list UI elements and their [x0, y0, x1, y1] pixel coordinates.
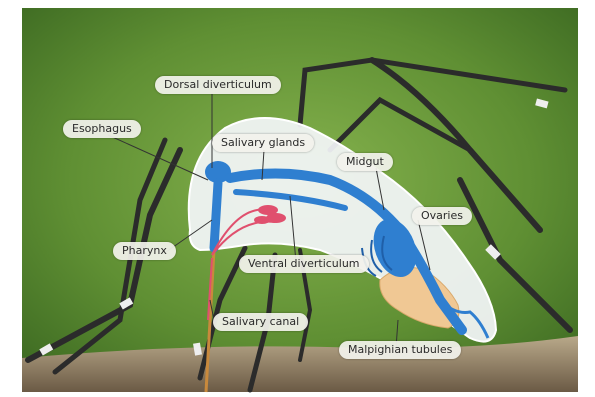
label-malpighian-tubules: Malpighian tubules	[339, 341, 461, 359]
label-salivary-canal: Salivary canal	[213, 313, 308, 331]
label-ventral-diverticulum: Ventral diverticulum	[239, 255, 369, 273]
label-dorsal-diverticulum: Dorsal diverticulum	[155, 76, 281, 94]
label-ovaries: Ovaries	[412, 207, 472, 225]
label-esophagus: Esophagus	[63, 120, 141, 138]
label-pharynx: Pharynx	[113, 242, 176, 260]
label-salivary-glands: Salivary glands	[212, 134, 314, 152]
label-midgut: Midgut	[337, 153, 393, 171]
